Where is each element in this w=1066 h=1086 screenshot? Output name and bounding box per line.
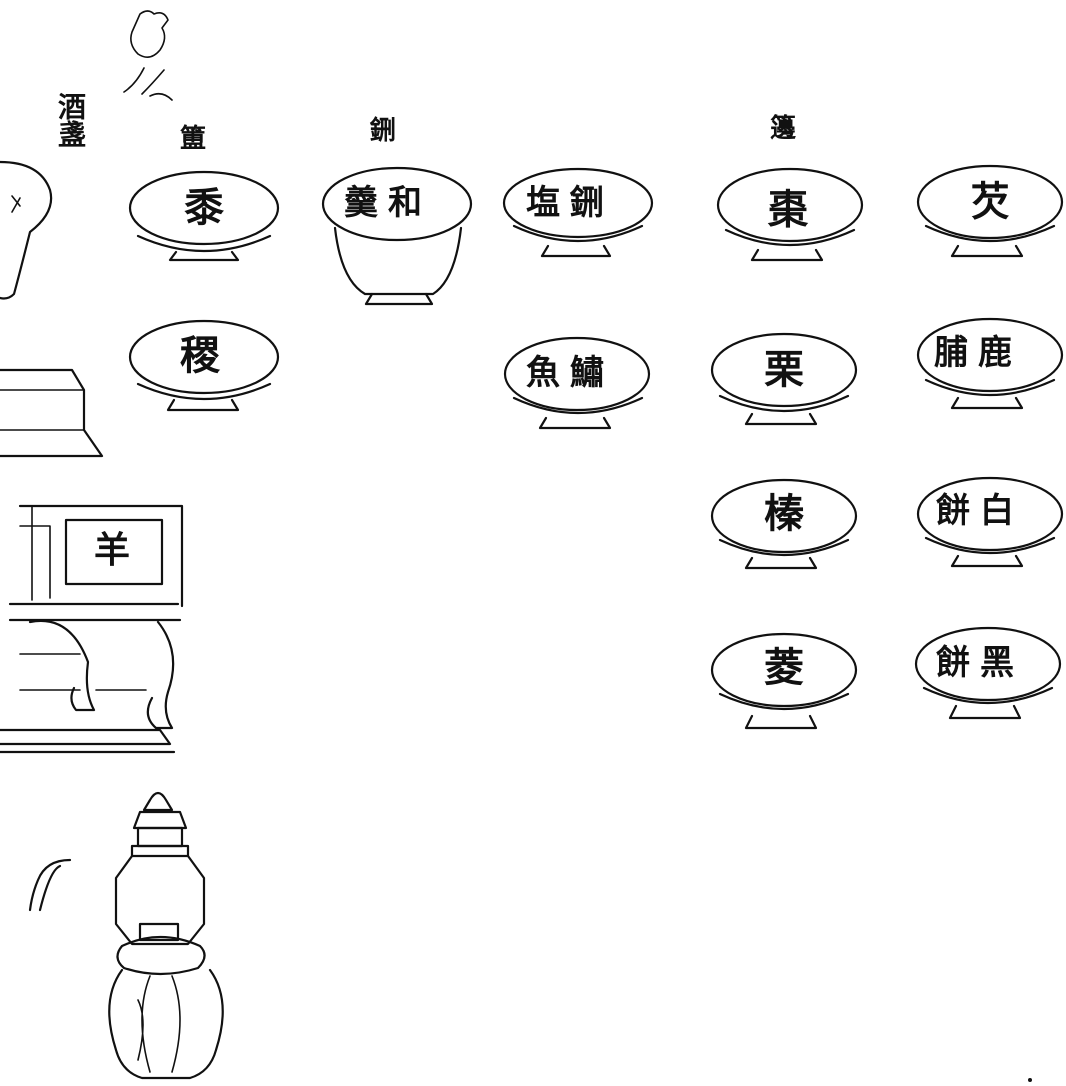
- wine-cup-label: 酒盞: [54, 92, 87, 148]
- altar-table-drawing: [0, 504, 184, 754]
- xing-vessel-label: 鉶: [370, 116, 397, 146]
- bowl-zao-drawing: [716, 167, 864, 262]
- bowl-li-drawing: [710, 332, 858, 426]
- wine-cup-drawing: [0, 160, 53, 300]
- covered-jar-drawing: [108, 791, 224, 1080]
- bowl-label-bai-bing: 餅白: [936, 491, 1024, 531]
- bowl-zhen-drawing: [710, 478, 858, 570]
- bowl-hei-bing-drawing: [914, 626, 1062, 720]
- top-small-vessel: [123, 10, 173, 101]
- bowl-qian-drawing: [916, 164, 1064, 258]
- corner-dot: [1028, 1078, 1032, 1082]
- altar-offering-label: 羊: [94, 529, 131, 571]
- bowl-label-hei-bing: 餅黑: [936, 643, 1024, 683]
- offering-box-drawing: [0, 368, 104, 458]
- bowl-label-yan-xing: 塩鉶: [526, 183, 614, 223]
- bowl-label-lu-fu: 脯鹿: [934, 333, 1022, 373]
- bowl-label-yu-gao: 魚鱐: [526, 353, 614, 393]
- bowl-yu-gao-drawing: [503, 336, 651, 430]
- bowl-label-he-geng: 羹和: [344, 183, 432, 223]
- bian-vessel-label: 籩: [770, 114, 797, 144]
- ladle-stroke-drawing: [28, 858, 72, 912]
- bowl-label-qian: 芡: [970, 178, 1010, 225]
- bowl-ji-drawing: [128, 319, 280, 412]
- bowl-bai-bing-drawing: [916, 476, 1064, 568]
- bowl-shu-drawing: [128, 170, 280, 262]
- bowl-label-zhen: 榛: [764, 490, 804, 537]
- bowl-label-zao: 棗: [768, 186, 808, 233]
- bowl-label-ling: 菱: [764, 644, 804, 691]
- bowl-ling-drawing: [710, 632, 858, 730]
- bowl-label-ji: 稷: [180, 332, 220, 379]
- bowl-he-geng-drawing: [321, 166, 473, 306]
- bowl-label-shu: 黍: [184, 184, 224, 231]
- bowl-label-li: 栗: [764, 346, 804, 393]
- bowl-yan-xing-drawing: [502, 167, 654, 258]
- deng-vessel-label: 簠: [180, 124, 207, 154]
- bowl-lu-fu-drawing: [916, 317, 1064, 410]
